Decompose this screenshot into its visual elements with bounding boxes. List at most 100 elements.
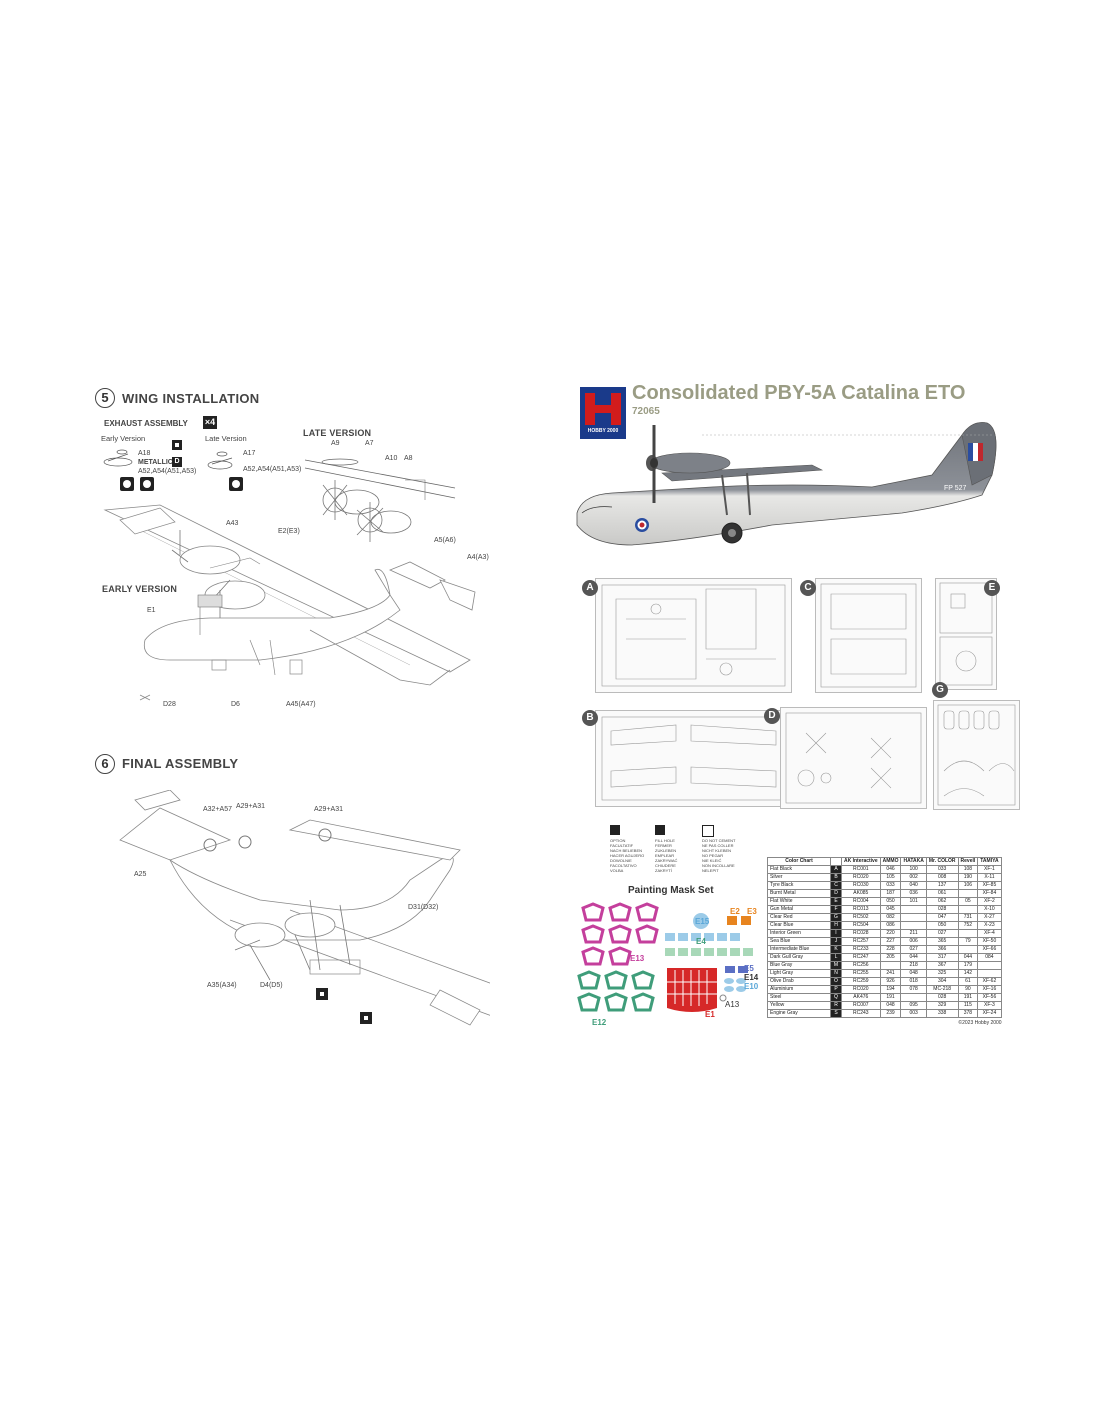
color-chart-cell: Gun Metal — [767, 905, 831, 914]
color-chart-cell: RC013 — [841, 905, 881, 914]
color-chart-cell: 036 — [900, 889, 927, 898]
catalina-profile-illustration: FP 527 — [576, 422, 997, 546]
part-a43: A43 — [226, 520, 239, 527]
no-cement-icon — [702, 825, 714, 837]
color-chart-cell: 048 — [879, 1001, 902, 1010]
color-chart-cell: 050 — [879, 897, 902, 906]
color-chart-cell: Flat Black — [767, 865, 831, 874]
part-a10: A10 — [385, 455, 398, 462]
color-chart-cell — [900, 993, 927, 1002]
col-letter — [830, 857, 842, 866]
color-chart-cell: 365 — [925, 937, 959, 946]
part-e2e3: E2(E3) — [278, 528, 300, 535]
color-chart-cell: S — [830, 1009, 842, 1018]
color-chart-cell: B — [830, 873, 842, 882]
part-d4d5: D4(D5) — [260, 982, 283, 989]
part-a35a34: A35(A34) — [207, 982, 237, 989]
part-a9: A9 — [331, 440, 340, 447]
color-chart-cell: 033 — [879, 881, 902, 890]
color-chart-cell — [977, 969, 1002, 978]
logo-text: HOBBY 2000 — [587, 428, 619, 434]
color-chart-cell: 731 — [957, 913, 979, 922]
color-chart-cell: Yellow — [767, 1001, 831, 1010]
color-chart-cell: XF-85 — [977, 881, 1002, 890]
color-chart-cell: 205 — [879, 953, 902, 962]
color-chart-cell — [900, 921, 927, 930]
color-chart-cell: 239 — [879, 1009, 902, 1018]
color-chart-cell: 018 — [900, 977, 927, 986]
color-chart: Color Chart AK Interactive AMMO HATAKA M… — [767, 857, 1002, 1026]
part-a29a31-left: A29+A31 — [236, 803, 265, 810]
color-chart-cell: C — [830, 881, 842, 890]
color-chart-cell: X-11 — [977, 873, 1002, 882]
color-chart-cell — [879, 961, 902, 970]
caution-no-cement-text: DO NOT CEMENT NE PAS COLLER NICHT KLEBEN… — [702, 838, 736, 873]
hobby2000-logo: HOBBY 2000 — [580, 387, 626, 439]
mask-label-e14: E14 — [744, 973, 759, 982]
color-chart-cell: E — [830, 897, 842, 906]
step-6-number: 6 — [95, 754, 115, 774]
color-chart-cell: XF-2 — [977, 897, 1002, 906]
color-chart-cell: 191 — [879, 993, 902, 1002]
color-chart-cell: 317 — [925, 953, 959, 962]
color-chart-cell: RC028 — [841, 929, 881, 938]
color-chart-cell: XF-1 — [977, 865, 1002, 874]
color-chart-cell: XF-62 — [977, 977, 1002, 986]
col-hataka: HATAKA — [900, 857, 927, 866]
color-chart-cell: L — [830, 953, 842, 962]
color-chart-cell: RC247 — [841, 953, 881, 962]
color-chart-cell: Olive Drab — [767, 977, 831, 986]
color-chart-cell: H — [830, 921, 842, 930]
color-chart-cell: RC004 — [841, 897, 881, 906]
color-chart-cell: 367 — [925, 961, 959, 970]
early-version-label: EARLY VERSION — [102, 584, 178, 594]
part-d6: D6 — [231, 701, 240, 708]
color-chart-header-row: Color Chart AK Interactive AMMO HATAKA M… — [767, 857, 1002, 866]
wing-installation-drawing — [103, 504, 476, 701]
color-chart-cell: XF-66 — [977, 945, 1002, 954]
color-chart-cell: 044 — [957, 953, 979, 962]
fill-hole-icon — [655, 825, 665, 835]
mask-label-e10: E10 — [744, 982, 759, 991]
color-chart-cell: 179 — [957, 961, 979, 970]
color-chart-cell: RC020 — [841, 873, 881, 882]
part-a4a3: A4(A3) — [467, 554, 489, 561]
color-chart-cell: Burnt Metal — [767, 889, 831, 898]
color-chart-cell: AK476 — [841, 993, 881, 1002]
color-chart-cell: 047 — [925, 913, 959, 922]
color-chart-cell: XF-84 — [977, 889, 1002, 898]
kit-title: Consolidated PBY-5A Catalina ETO — [632, 382, 966, 404]
mask-label-e4: E4 — [696, 937, 706, 946]
exhaust-assembly-drawing — [103, 440, 243, 491]
color-chart-cell: 084 — [977, 953, 1002, 962]
color-chart-cell: 095 — [900, 1001, 927, 1010]
sprue-d — [780, 707, 927, 809]
color-chart-cell: MC-218 — [925, 985, 959, 994]
color-chart-cell: 046 — [879, 865, 902, 874]
sprue-b — [595, 710, 792, 807]
part-d31d32: D31(D32) — [408, 904, 439, 911]
color-chart-cell: 338 — [925, 1009, 959, 1018]
color-chart-cell: 194 — [879, 985, 902, 994]
color-chart-cell: X-10 — [977, 905, 1002, 914]
color-chart-cell: 227 — [879, 937, 902, 946]
color-chart-cell: XF-4 — [977, 929, 1002, 938]
color-chart-cell: Engine Gray — [767, 1009, 831, 1018]
color-chart-cell: 325 — [925, 969, 959, 978]
part-a29a31-right: A29+A31 — [314, 806, 343, 813]
color-chart-cell: 008 — [925, 873, 959, 882]
mask-label-e15: E15 — [695, 917, 710, 926]
color-chart-cell: RC256 — [841, 961, 881, 970]
color-chart-cell: 002 — [900, 873, 927, 882]
